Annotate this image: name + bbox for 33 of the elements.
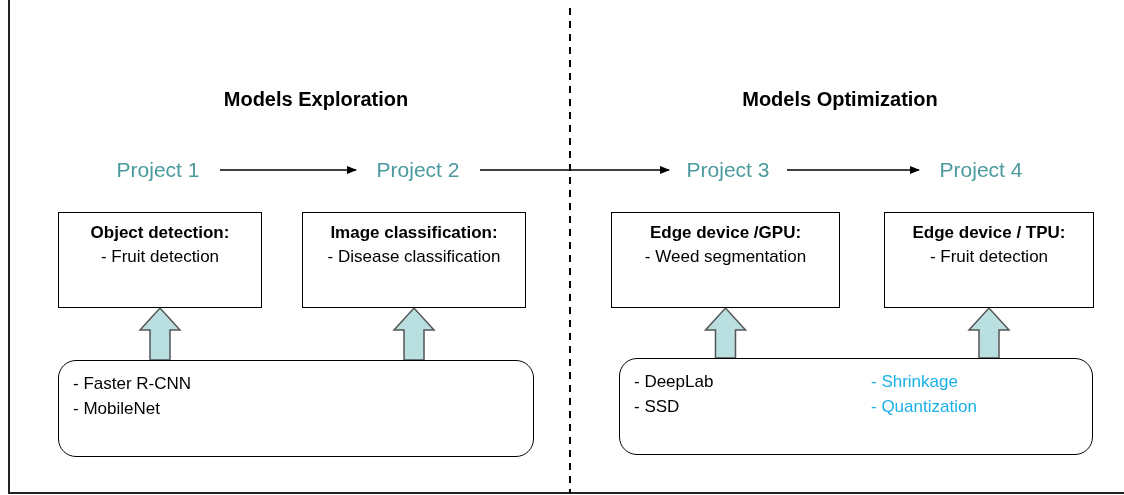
list-item: - MobileNet bbox=[73, 398, 161, 420]
box-text: - Fruit detection bbox=[99, 246, 221, 268]
box-heading: Edge device / TPU: bbox=[911, 222, 1067, 244]
project-label: Project 4 bbox=[923, 155, 1039, 185]
arrow bbox=[479, 165, 671, 175]
box-text: - Disease classification bbox=[326, 246, 502, 268]
box-heading: Edge device /GPU: bbox=[648, 222, 803, 244]
list-item: - Shrinkage bbox=[871, 371, 959, 393]
block-arrow bbox=[703, 306, 748, 359]
box-heading: Image classification: bbox=[329, 222, 499, 244]
box-text: - Weed segmentation bbox=[643, 246, 808, 268]
list-item: - SSD bbox=[634, 396, 681, 418]
list-item: - Quantization bbox=[871, 396, 978, 418]
task-box bbox=[302, 212, 526, 308]
section-heading: Models Optimization bbox=[741, 87, 939, 112]
model-list-box bbox=[58, 360, 534, 457]
block-arrow bbox=[392, 306, 436, 361]
project-label: Project 2 bbox=[360, 155, 476, 185]
list-item: - DeepLab bbox=[634, 371, 715, 393]
block-arrow bbox=[967, 306, 1011, 359]
box-heading: Object detection: bbox=[89, 222, 231, 244]
project-label: Project 3 bbox=[673, 155, 783, 185]
task-box bbox=[58, 212, 262, 308]
box-text: - Fruit detection bbox=[928, 246, 1050, 268]
task-box bbox=[611, 212, 840, 308]
project-label: Project 1 bbox=[100, 155, 216, 185]
arrow bbox=[786, 165, 921, 175]
model-list-box bbox=[619, 358, 1093, 455]
section-heading: Models Exploration bbox=[222, 87, 410, 112]
block-arrow bbox=[138, 306, 182, 361]
arrow bbox=[219, 165, 358, 175]
list-item: - Faster R-CNN bbox=[73, 373, 193, 395]
task-box bbox=[884, 212, 1094, 308]
